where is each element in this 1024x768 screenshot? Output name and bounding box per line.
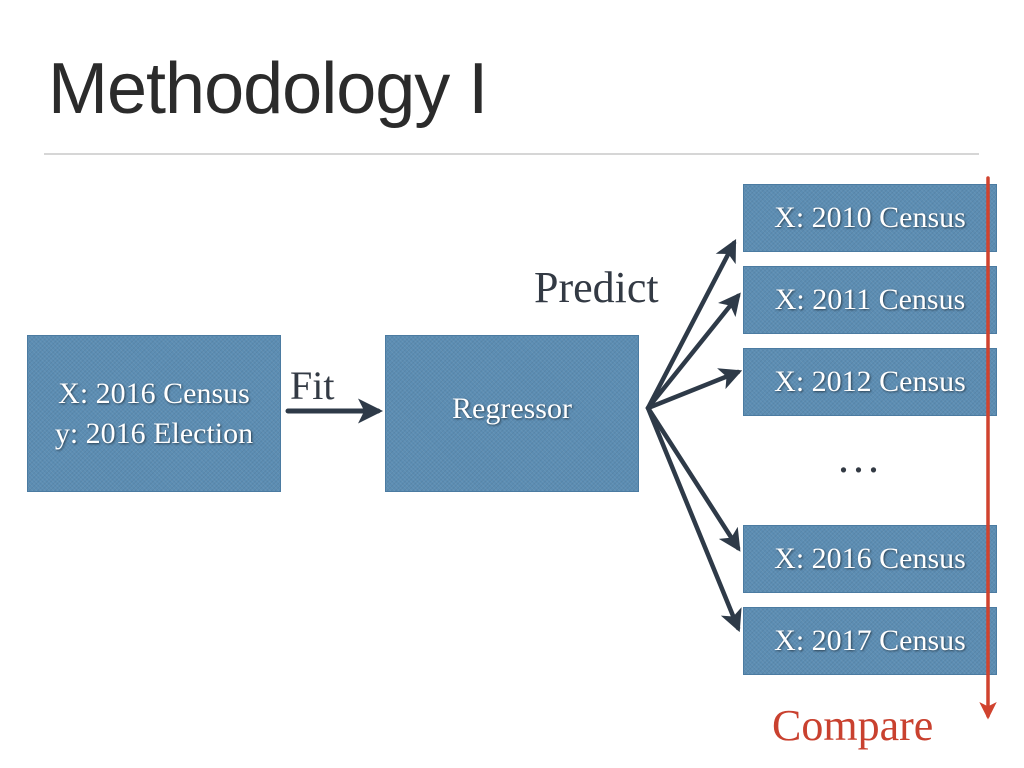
input-box: X: 2016 Census y: 2016 Election xyxy=(27,335,281,492)
predict-label: Predict xyxy=(534,263,659,312)
census-box-2010: X: 2010 Census xyxy=(743,184,997,252)
census-box-label: X: 2011 Census xyxy=(774,283,966,316)
predict-arrow-2017 xyxy=(645,405,742,633)
census-box-2017: X: 2017 Census xyxy=(743,607,997,675)
fit-label: Fit xyxy=(290,363,335,408)
input-box-x-label: X: 2016 Census xyxy=(58,376,250,410)
predict-arrow-2016 xyxy=(645,405,741,552)
input-box-y-label: y: 2016 Election xyxy=(54,416,254,450)
census-box-label: X: 2017 Census xyxy=(774,624,966,657)
census-box-label: X: 2010 Census xyxy=(774,201,966,234)
compare-label: Compare xyxy=(772,701,934,750)
census-box-2016: X: 2016 Census xyxy=(743,525,997,593)
slide-title: Methodology I xyxy=(48,49,488,129)
predict-arrows xyxy=(645,239,743,633)
predict-arrow-2012 xyxy=(645,368,743,411)
predict-arrow-2010 xyxy=(645,239,737,411)
ellipsis: ... xyxy=(838,433,883,482)
predict-arrow-2011 xyxy=(645,292,741,411)
census-box-2012: X: 2012 Census xyxy=(743,348,997,416)
title-divider xyxy=(44,153,979,155)
census-box-2011: X: 2011 Census xyxy=(743,266,997,334)
regressor-box: Regressor xyxy=(385,335,639,492)
census-box-label: X: 2016 Census xyxy=(774,542,966,575)
census-box-label: X: 2012 Census xyxy=(774,365,966,398)
regressor-label: Regressor xyxy=(452,391,572,425)
